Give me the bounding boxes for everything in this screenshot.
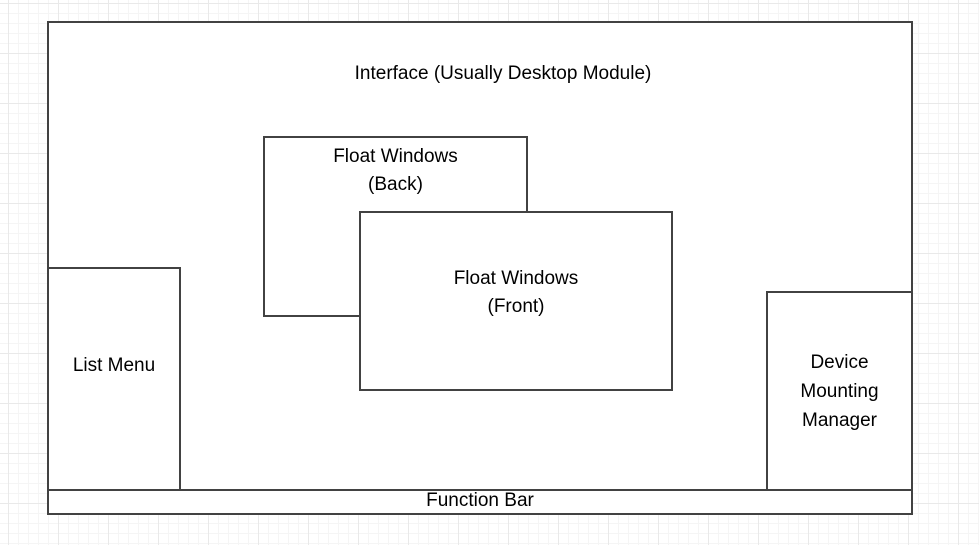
function-bar-label: Function Bar — [426, 490, 534, 511]
device-mounting-manager-node[interactable] — [766, 291, 913, 491]
interface-title-label: Interface (Usually Desktop Module) — [354, 63, 652, 84]
float-windows-front-label: Float Windows (Front) — [453, 268, 579, 317]
list-menu-node[interactable] — [47, 267, 181, 491]
function-bar-node[interactable] — [47, 489, 913, 515]
float-windows-front-node[interactable] — [359, 211, 673, 391]
float-windows-back-label: Float Windows (Back) — [333, 146, 458, 195]
device-mounting-manager-label: Device Mounting Manager — [800, 352, 879, 431]
list-menu-label: List Menu — [72, 355, 156, 376]
